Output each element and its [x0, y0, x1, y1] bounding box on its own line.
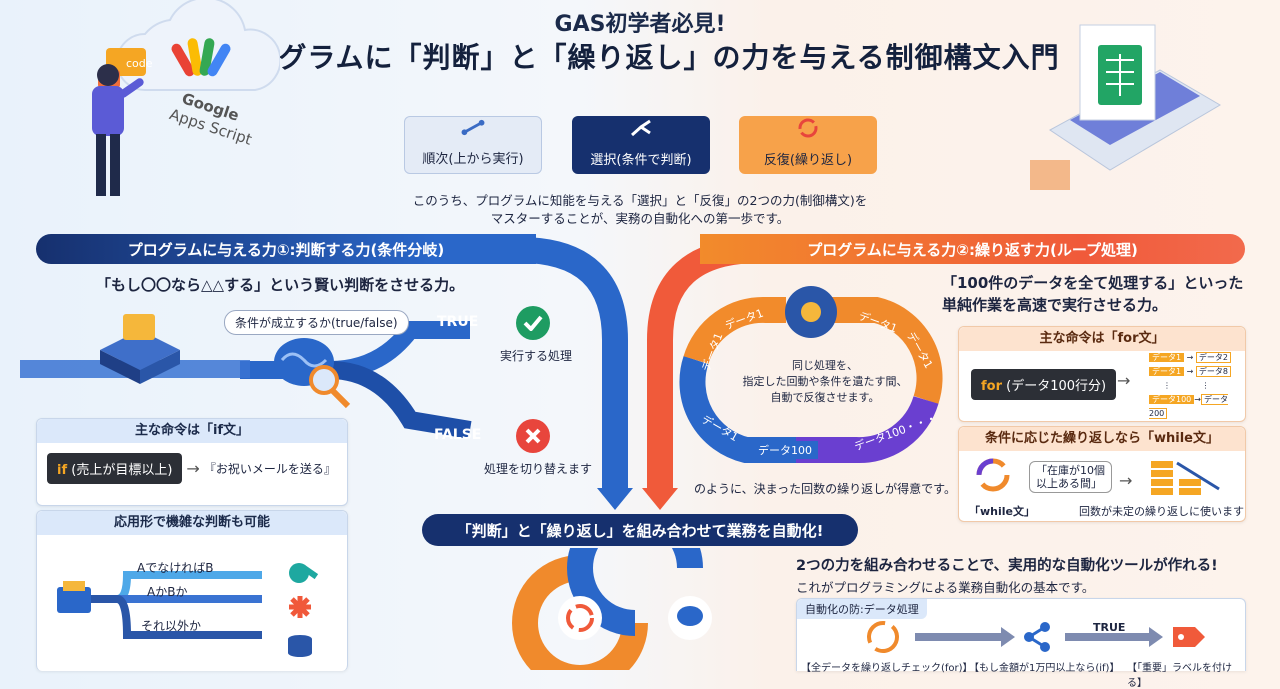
- loop-icon: [867, 621, 899, 653]
- example-step-1: 【全データを繰り返しチェック(for)】: [801, 663, 973, 674]
- spreadsheet-illustration: [1030, 24, 1221, 190]
- database-icon: [288, 635, 312, 657]
- intro-line-2: マスターすることが、実務の自動化への第一歩です。: [490, 211, 790, 226]
- for-tag-left-3: ⋮: [1163, 381, 1171, 390]
- gear-icon: [785, 286, 837, 338]
- loop-icon: [798, 118, 818, 138]
- false-label: FALSE: [434, 427, 482, 443]
- arrow-right-icon: →: [1119, 471, 1133, 490]
- advanced-box: 応用形で機雑な判断も可能 AでなければB AかBか それ以外か: [36, 510, 348, 671]
- while-box-header: 条件に応じた繰り返しなら「while文」: [959, 427, 1245, 451]
- bottom-lead-1: 2つの力を組み合わせることで、実用的な自動化ツールが作れる!: [796, 558, 1218, 574]
- apps-script-logo-icon: [171, 38, 231, 77]
- branch-icon: [631, 119, 651, 137]
- left-band: プログラムに与える力①:判断する力(条件分岐): [36, 234, 536, 264]
- advanced-box-header: 応用形で機雑な判断も可能: [37, 511, 347, 535]
- server-folder-icon: [100, 314, 180, 384]
- right-band: プログラムに与える力②:繰り返す力(ループ処理): [700, 234, 1245, 264]
- while-bubble-line-2: 以上ある間」: [1036, 477, 1102, 490]
- for-tag-right-2: データ8: [1195, 366, 1231, 377]
- branch-diagram: [57, 563, 319, 657]
- while-condition-bubble: 「在庫が10個 以上ある間」: [1029, 461, 1112, 493]
- for-box: 主な命令は「for文」 for (データ100行分) → データ1 → データ2…: [958, 326, 1246, 422]
- cross-icon: [516, 419, 550, 453]
- if-code: if (売上が目標以上): [47, 453, 183, 484]
- loop-label-6: データ100: [752, 441, 818, 459]
- arrow-down-icon: [461, 119, 485, 136]
- brain-magnifier-icon: [274, 338, 351, 409]
- if-condition: (売上が目標以上): [71, 463, 173, 478]
- for-tag-right-1: データ2: [1195, 352, 1231, 363]
- arrow-right-icon: →: [1117, 371, 1131, 390]
- while-label: 「while文」: [969, 505, 1035, 518]
- title-line-1: GAS初学者必見!: [554, 12, 726, 37]
- right-lead-1: 「100件のデータを全て処理する」といった: [942, 274, 1244, 292]
- example-flow: [867, 621, 1205, 653]
- for-range: (データ100行分): [1006, 379, 1107, 394]
- if-box: 主な命令は「if文」 if (売上が目標以上) → 『お祝いメールを送る』: [36, 418, 348, 506]
- example-true-label: TRUE: [1093, 621, 1126, 634]
- condition-bubble: 条件が成立するか(true/false): [224, 310, 409, 335]
- while-caption: 回数が未定の繰り返しに使います: [1079, 505, 1244, 518]
- combine-banner: 「判断」と「繰り返し」を組み合わせて業務を自動化!: [422, 514, 858, 546]
- right-lead-2: 単純作業を高速で実行させる力。: [942, 296, 1168, 314]
- loop-center-text: 同じ処理を、 指定した回動や条件を遺たす間、 自動で反復させます。: [725, 358, 925, 406]
- stack-decrease-icon: [1151, 461, 1220, 495]
- while-box: 条件に応じた繰り返しなら「while文」 「在庫が10個 以上ある間」 → 「w…: [958, 426, 1246, 522]
- loop-icon: [566, 604, 594, 632]
- check-icon: [516, 306, 550, 340]
- loop-center-line-3: 自動で反復させます。: [770, 391, 880, 404]
- if-box-header: 主な命令は「if文」: [37, 419, 347, 443]
- false-result: 処理を切り替えます: [484, 462, 593, 476]
- selection-label: 選択(条件で判断): [590, 153, 692, 168]
- for-tag-left-1: データ1: [1149, 353, 1185, 362]
- for-tag-left-4: データ100: [1149, 395, 1195, 404]
- for-box-header: 主な命令は「for文」: [959, 327, 1245, 351]
- intro-text: このうち、プログラムに知能を与える「選択」と「反復」の2つの力(制御構文)を マ…: [360, 192, 920, 228]
- for-tag-right-3: ⋮: [1201, 381, 1210, 390]
- loop-caption: のように、決まった回数の繰り返しが得意です。: [694, 482, 956, 496]
- for-tag-left-2: データ1: [1149, 367, 1185, 376]
- left-lead: 「もし〇〇なら△△する」という賢い判断をさせる力。: [96, 276, 465, 294]
- tag-icon: [1173, 627, 1205, 647]
- example-step-2: 【もし金額が1万円以上なら(if)】: [969, 663, 1120, 674]
- infinity-loop-illustration: [512, 548, 712, 670]
- for-tags: データ1 → データ2 データ1 → データ8 ⋮ ⋮ データ100→データ20…: [1149, 351, 1239, 421]
- developer-illustration: [92, 0, 280, 196]
- iteration-label: 反復(繰り返し): [763, 153, 853, 168]
- for-tag-right-4: データ200: [1149, 394, 1228, 419]
- true-result: 実行する処理: [500, 349, 573, 363]
- title-line-2: プログラムに「判断」と「繰り返し」の力を与える制御構文入門: [220, 41, 1060, 74]
- intro-line-1: このうち、プログラムに知能を与える「選択」と「反復」の2つの力(制御構文)を: [412, 193, 868, 208]
- branch-icon: [1024, 622, 1050, 652]
- branch-label-3: それ以外か: [141, 619, 202, 633]
- iteration-pill: 反復(繰り返し): [739, 116, 877, 174]
- example-header: 自動化の防:データ処理: [797, 599, 927, 619]
- brain-icon: [677, 606, 703, 626]
- example-step-3: 【「重要」ラベルを付ける】: [1127, 663, 1232, 689]
- loop-diagram: [679, 286, 943, 464]
- example-box: 自動化の防:データ処理 TRUE 【全データを繰り返しチェック(for)】 【も…: [796, 598, 1246, 689]
- branch-label-1: AでなければB: [137, 561, 214, 575]
- code-bubble-label: code: [126, 57, 153, 70]
- for-keyword: for: [981, 379, 1002, 394]
- loop-center-line-2: 指定した回動や条件を遺たす間、: [742, 375, 908, 388]
- true-label: TRUE: [437, 314, 479, 330]
- for-code: for (データ100行分): [971, 369, 1117, 400]
- tool-icon: [289, 563, 319, 583]
- if-result: 『お祝いメールを送る』: [203, 462, 336, 476]
- loop-icon: [976, 458, 1010, 492]
- if-keyword: if: [57, 463, 68, 478]
- sequence-pill: 順次(上から実行): [404, 116, 542, 174]
- while-bubble-line-1: 「在庫が10個: [1036, 464, 1105, 477]
- arrow-right-icon: →: [186, 459, 200, 478]
- branch-label-2: AかBか: [147, 585, 188, 599]
- selection-pill: 選択(条件で判断): [572, 116, 710, 174]
- loop-center-line-1: 同じ処理を、: [792, 359, 858, 372]
- asterisk-icon: [289, 596, 311, 618]
- bottom-lead-2: これがプログラミングによる業務自動化の基本です。: [796, 580, 1095, 595]
- sequence-label: 順次(上から実行): [422, 152, 524, 167]
